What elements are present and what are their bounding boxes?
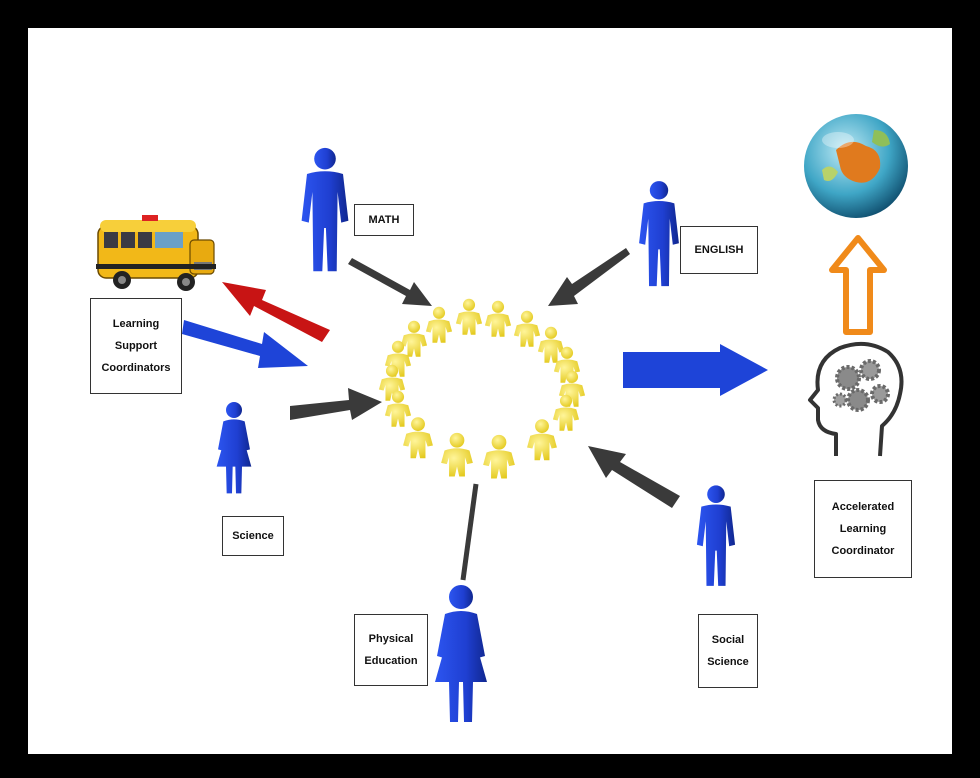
arrow-english-to-students	[548, 248, 630, 306]
english-label: ENGLISH	[680, 226, 758, 274]
social-science-label-text: Social Science	[707, 634, 749, 668]
arrow-social-science-to-students	[588, 446, 680, 508]
arrow-science-to-students	[290, 388, 382, 420]
globe-icon	[804, 114, 908, 218]
learning-support-label-text: Learning Support Coordinators	[101, 318, 171, 374]
head-gears-icon	[808, 341, 904, 457]
physical-education-teacher-icon	[435, 585, 487, 722]
line-physical-education-to-students	[460, 483, 479, 581]
science-label-text: Science	[232, 530, 274, 542]
math-teacher-icon	[301, 147, 349, 272]
arrow-students-to-learning-support	[222, 282, 330, 342]
science-teacher-icon	[216, 402, 252, 494]
arrow-math-to-students	[348, 258, 432, 306]
math-label-text: MATH	[368, 214, 400, 226]
science-label: Science	[222, 516, 284, 556]
arrow-students-to-accelerated	[623, 344, 768, 396]
social-science-teacher-icon	[696, 485, 736, 586]
students-circle-icon	[378, 298, 586, 479]
english-label-text: ENGLISH	[694, 244, 744, 256]
english-teacher-icon	[639, 181, 679, 287]
accelerated-learning-label-text: Accelerated Learning Coordinator	[831, 501, 895, 557]
diagram-frame	[28, 28, 952, 754]
physical-education-label: Physical Education	[354, 614, 428, 686]
arrow-learning-support-to-students	[182, 320, 308, 368]
social-science-label: Social Science	[698, 614, 758, 688]
school-bus-icon	[96, 215, 216, 291]
physical-education-label-text: Physical Education	[364, 633, 418, 667]
accelerated-learning-label: Accelerated Learning Coordinator	[814, 480, 912, 578]
arrow-up-to-globe-icon	[829, 235, 887, 335]
math-label: MATH	[354, 204, 414, 236]
learning-support-label: Learning Support Coordinators	[90, 298, 182, 394]
